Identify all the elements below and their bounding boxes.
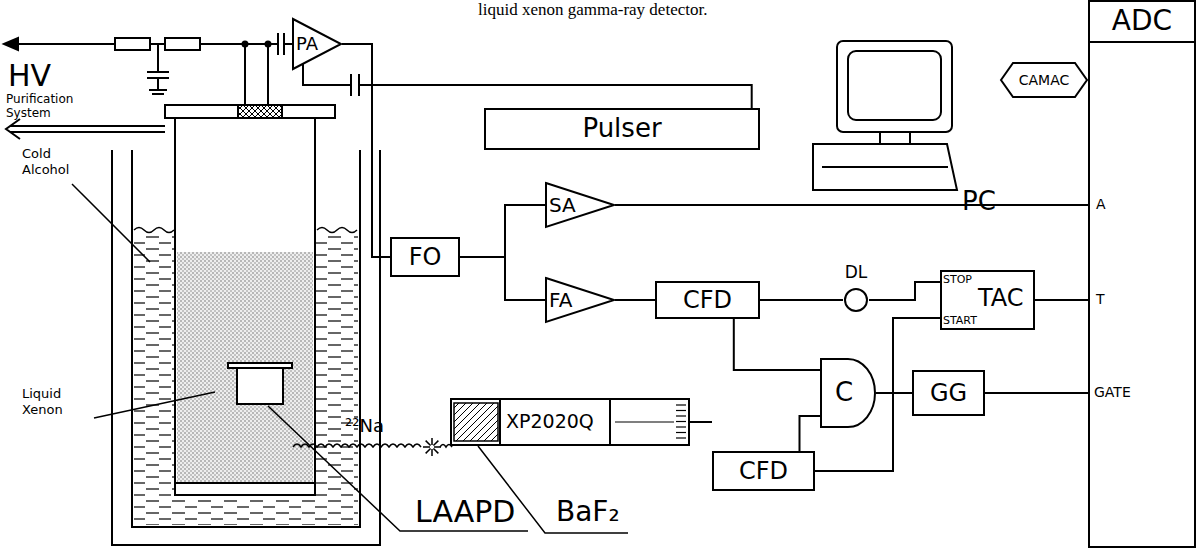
node-label: GG: [930, 379, 967, 408]
module-name: ADC: [1088, 4, 1196, 38]
amplifier-triangle: FA: [545, 277, 615, 323]
signal-wire: [615, 204, 1088, 206]
dewar-outer-wall: [112, 150, 380, 545]
node-label: CFD: [739, 457, 788, 486]
ground-symbol: [149, 89, 167, 91]
node-label: FA: [549, 288, 572, 312]
liquid-xenon: [177, 252, 313, 483]
resistor-symbol: [165, 38, 200, 50]
leader-line: [94, 392, 215, 418]
module-name: TAC: [978, 284, 1024, 313]
node-label: CFD: [683, 286, 732, 315]
gamma-ray-path: [293, 444, 452, 447]
part-label: Liquid Xenon: [22, 386, 84, 417]
part-label: Purification System: [6, 92, 86, 121]
photomultiplier-box: XP2020Q: [450, 398, 690, 446]
tac-box: STOP TACSTART: [940, 270, 1035, 330]
signal-wire: [460, 257, 545, 300]
node-label: XP2020Q: [506, 410, 594, 433]
part-label: Cold Alcohol: [22, 146, 84, 177]
purification-arrowhead: [6, 119, 20, 139]
input-name: GATE: [1094, 384, 1131, 401]
signal-wire: [460, 205, 545, 257]
capacitor-symbol: [147, 71, 169, 73]
node-label: PA: [296, 33, 318, 55]
voltage-label: HV: [8, 58, 51, 94]
adc-box: ADC A T GATE: [1088, 0, 1196, 548]
node-label: DL: [843, 262, 869, 282]
gate-generator-box: GG: [912, 370, 985, 416]
signal-wire: [869, 282, 940, 300]
dewar-inner-wall: [132, 150, 360, 527]
source-star: [423, 438, 441, 456]
signal-wire: [734, 319, 820, 370]
signal-wire: [876, 392, 912, 394]
hv-arrowhead: [4, 38, 18, 50]
signal-wire: [342, 44, 390, 257]
signal-wire: [615, 299, 655, 301]
signal-wire: [1035, 299, 1088, 301]
node-label: FO: [409, 243, 442, 272]
node-label: PC: [962, 186, 996, 217]
input-name: STOP: [943, 273, 972, 286]
discriminator-box: CFD: [655, 281, 760, 319]
top-flange: [165, 105, 335, 118]
node-label: C: [835, 377, 853, 408]
adc-box-outline: [1088, 0, 1196, 548]
capacitor-symbol: [277, 33, 279, 55]
preamplifier-triangle: PA: [292, 18, 342, 70]
discriminator-box: CFD: [712, 451, 815, 491]
delay-line-circle: DL: [843, 262, 869, 312]
input-name: A: [1096, 196, 1106, 213]
amplifier-triangle: SA: [545, 182, 615, 228]
signal-wire: [985, 392, 1088, 394]
laapd-holder: [228, 363, 292, 368]
part-label: LAAPD: [415, 494, 515, 530]
signal-wire: [800, 416, 821, 451]
input-name: START: [943, 314, 977, 327]
laapd-symbol: [237, 368, 283, 404]
source-label: ²²Na: [345, 415, 384, 437]
camac-bus-arrow: CAMAC: [1000, 62, 1088, 98]
leader-line: [72, 184, 150, 262]
part-label: BaF₂: [556, 495, 620, 529]
node-label: CAMAC: [1019, 72, 1070, 89]
cold-alcohol-bath: [134, 232, 358, 525]
cell-bottom-plate: [175, 483, 315, 495]
signal-wire: [760, 299, 843, 301]
signal-wire: [690, 421, 712, 423]
node-label: Pulser: [582, 113, 661, 144]
resistor-symbol: [115, 38, 150, 50]
node-label: SA: [549, 193, 576, 217]
input-name: T: [1096, 291, 1105, 308]
computer-icon: PC: [812, 40, 1000, 215]
signal-wire: [303, 63, 752, 108]
fan-out-box: FO: [390, 237, 460, 277]
cell-wall: [174, 118, 176, 495]
coincidence-gate: C: [820, 358, 876, 428]
pulser-box: Pulser: [484, 108, 760, 150]
feedthrough: [238, 105, 282, 118]
diagram-title: liquid xenon gamma-ray detector.: [478, 0, 707, 20]
